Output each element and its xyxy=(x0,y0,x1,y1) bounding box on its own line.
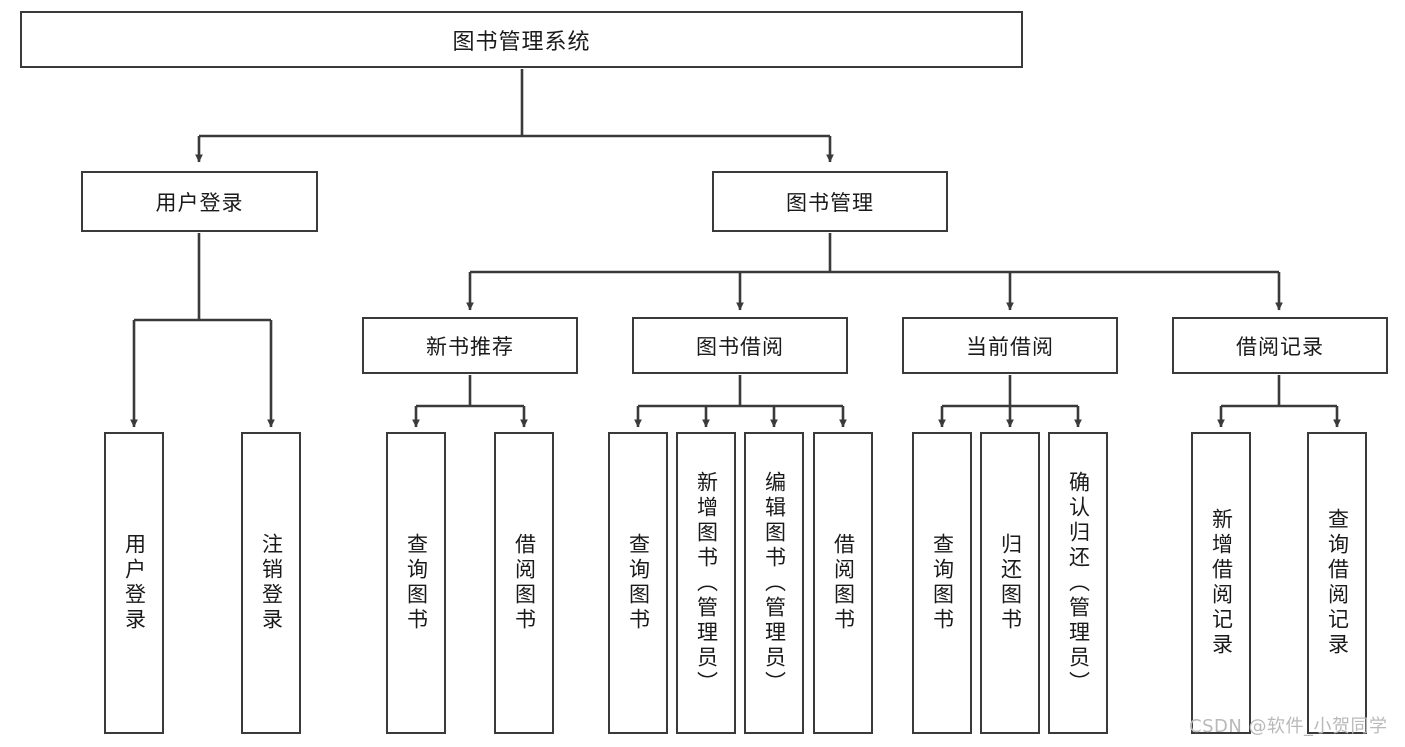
node-label: 用户登录 xyxy=(122,533,147,633)
node-root-system[interactable]: 图书管理系统 xyxy=(20,11,1023,68)
node-leaf-borrow-query-book[interactable]: 查询图书 xyxy=(608,432,668,734)
node-label: 图书管理 xyxy=(786,190,874,215)
node-label: 查询借阅记录 xyxy=(1325,508,1350,658)
node-label: 查询图书 xyxy=(626,533,651,633)
node-label: 编辑图书（管理员） xyxy=(762,470,787,696)
node-leaf-borrow-borrow-book[interactable]: 借阅图书 xyxy=(813,432,873,734)
node-user-login[interactable]: 用户登录 xyxy=(81,171,318,232)
node-book-borrow[interactable]: 图书借阅 xyxy=(632,317,848,374)
node-leaf-user-login[interactable]: 用户登录 xyxy=(104,432,164,734)
node-borrow-record[interactable]: 借阅记录 xyxy=(1172,317,1388,374)
node-label: 查询图书 xyxy=(404,533,429,633)
node-leaf-recommend-query-book[interactable]: 查询图书 xyxy=(386,432,446,734)
node-label: 确认归还（管理员） xyxy=(1066,470,1091,696)
node-leaf-recommend-borrow-book[interactable]: 借阅图书 xyxy=(494,432,554,734)
node-label: 图书管理系统 xyxy=(452,29,591,55)
node-new-book-recommend[interactable]: 新书推荐 xyxy=(362,317,578,374)
csdn-watermark: CSDN @软件_小贺同学 xyxy=(1189,716,1388,737)
node-book-management[interactable]: 图书管理 xyxy=(712,171,948,232)
node-label: 查询图书 xyxy=(930,533,955,633)
node-label: 借阅图书 xyxy=(512,533,537,633)
node-label: 图书借阅 xyxy=(696,334,784,359)
node-label: 新书推荐 xyxy=(426,334,514,359)
node-label: 注销登录 xyxy=(259,533,284,633)
node-leaf-record-query[interactable]: 查询借阅记录 xyxy=(1307,432,1367,734)
node-leaf-borrow-add-book[interactable]: 新增图书（管理员） xyxy=(676,432,736,734)
node-label: 借阅图书 xyxy=(831,533,856,633)
node-leaf-current-return-book[interactable]: 归还图书 xyxy=(980,432,1040,734)
node-leaf-record-add[interactable]: 新增借阅记录 xyxy=(1191,432,1251,734)
node-leaf-borrow-edit-book[interactable]: 编辑图书（管理员） xyxy=(744,432,804,734)
node-leaf-user-logout[interactable]: 注销登录 xyxy=(241,432,301,734)
node-label: 用户登录 xyxy=(155,190,244,215)
node-label: 借阅记录 xyxy=(1236,334,1324,359)
node-label: 归还图书 xyxy=(998,533,1023,633)
node-label: 当前借阅 xyxy=(966,334,1054,359)
node-leaf-current-query-book[interactable]: 查询图书 xyxy=(912,432,972,734)
node-label: 新增借阅记录 xyxy=(1209,508,1234,658)
node-current-borrow[interactable]: 当前借阅 xyxy=(902,317,1118,374)
node-label: 新增图书（管理员） xyxy=(694,470,719,696)
node-leaf-current-confirm-return[interactable]: 确认归还（管理员） xyxy=(1048,432,1108,734)
